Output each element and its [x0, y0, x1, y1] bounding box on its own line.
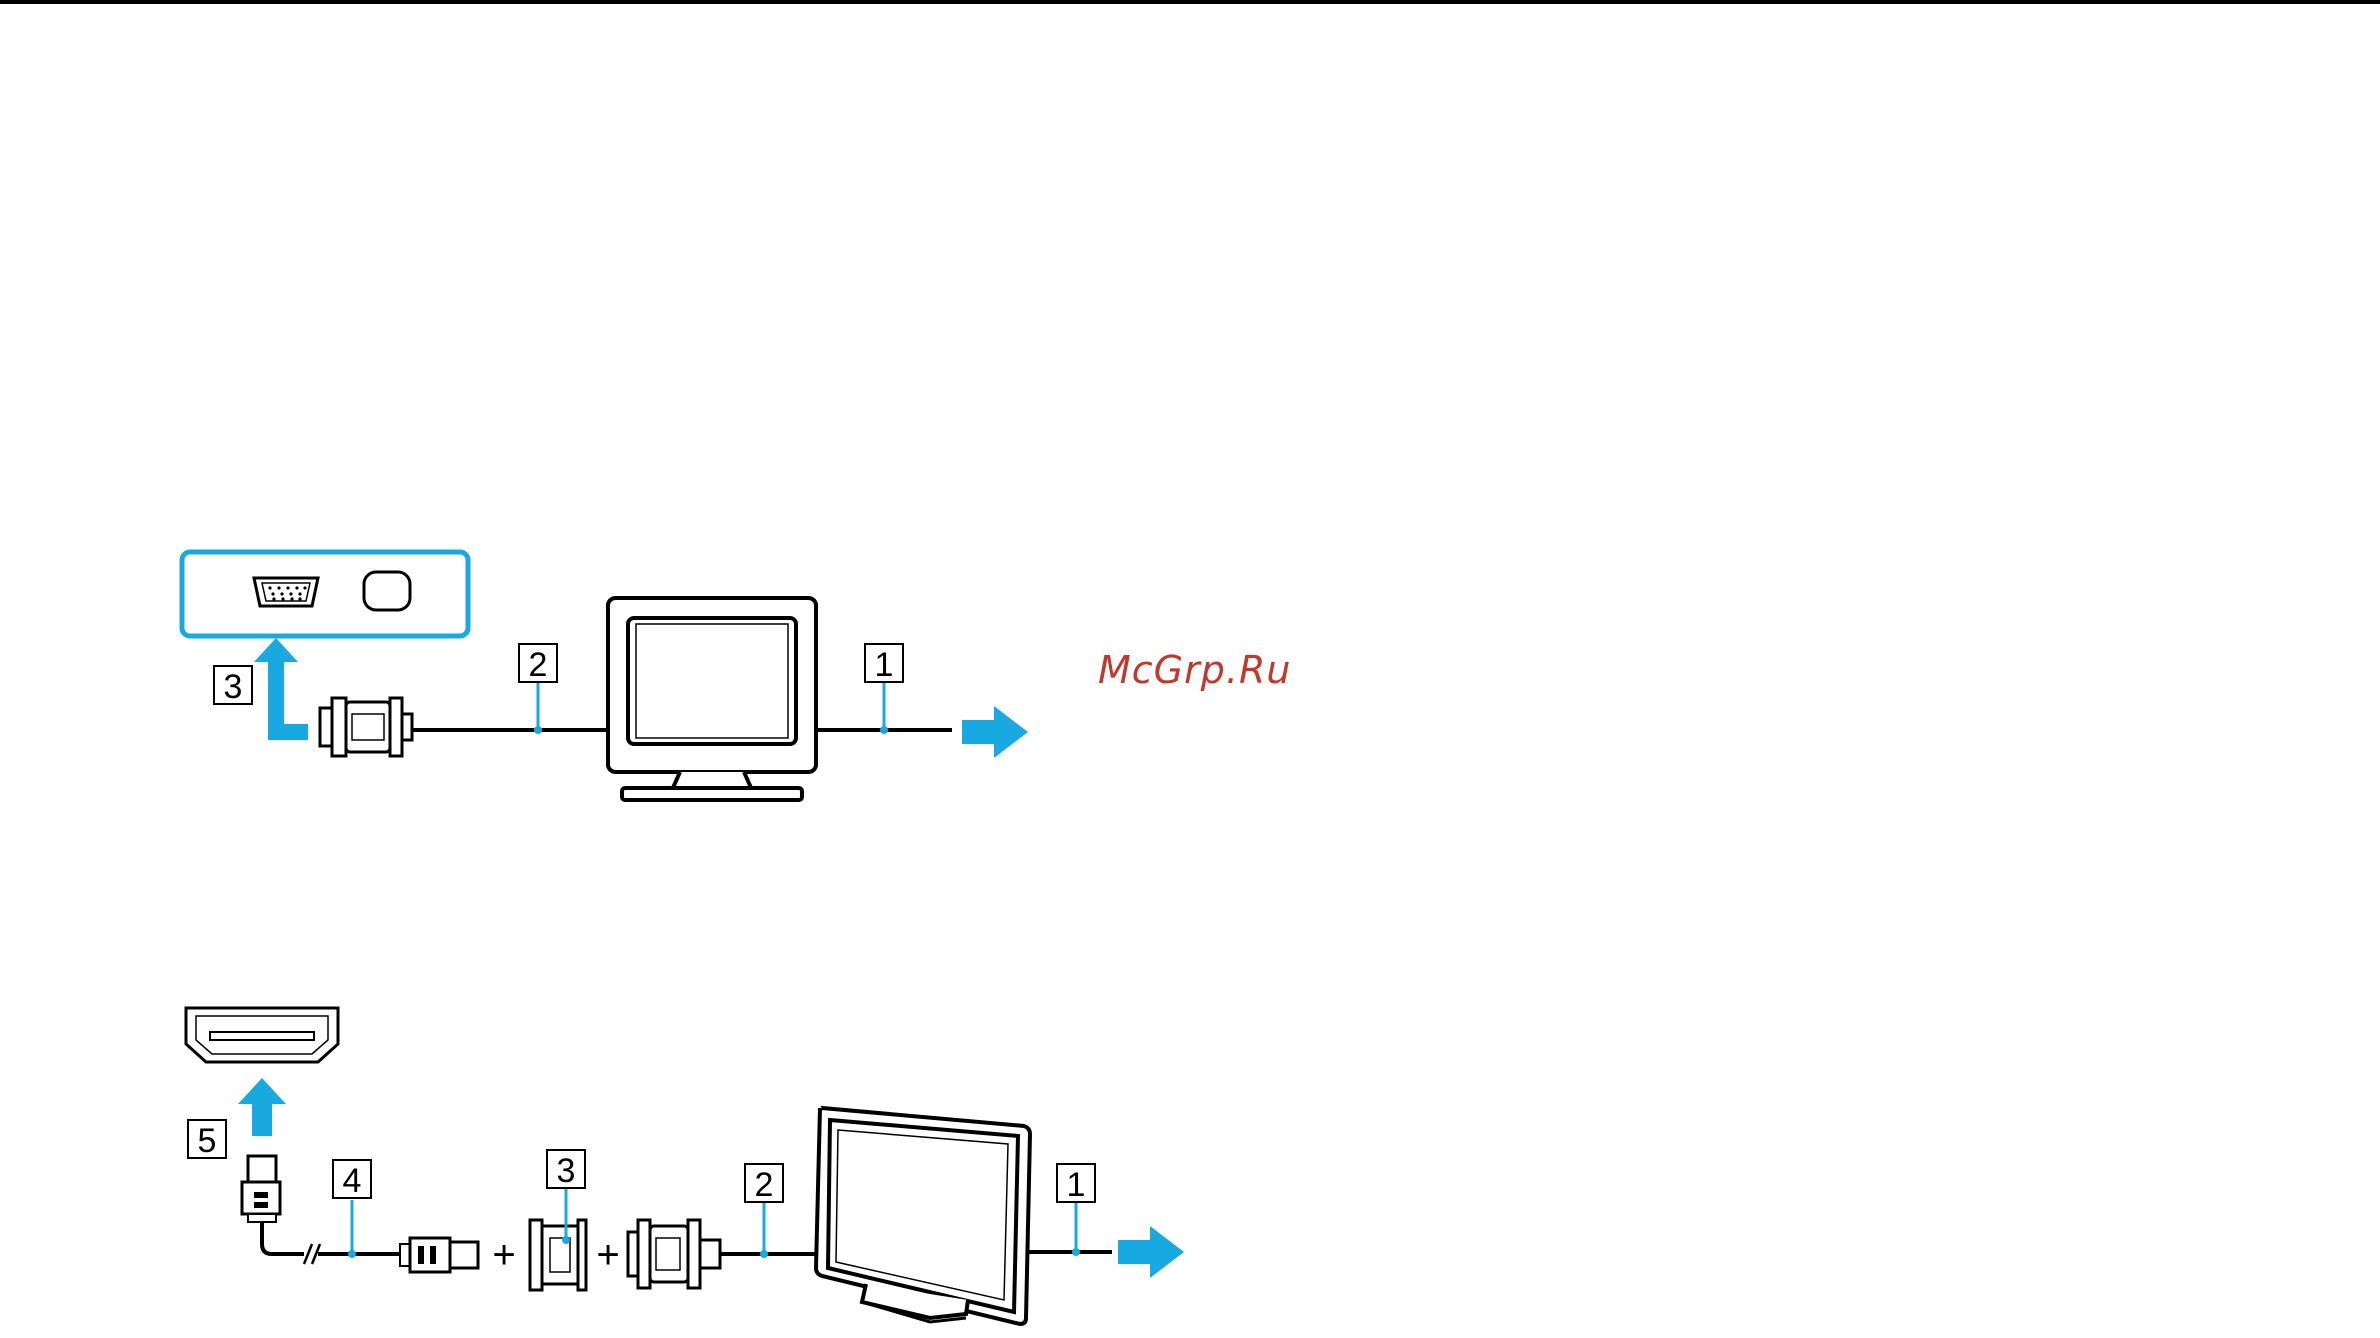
- hdmi-cable: [260, 1222, 402, 1256]
- hdmi-diagram: 5 4 +: [184, 1006, 1184, 1327]
- vga-port-icon: [252, 576, 320, 608]
- hdmi-plug-horizontal-icon: [399, 1236, 480, 1274]
- hdmi-insert-arrow: [238, 1078, 286, 1136]
- callout-box-3: [213, 665, 253, 705]
- hdmi-plug-vertical-icon: [240, 1154, 282, 1223]
- callout-box-1: [864, 643, 904, 683]
- hdmi-vga-adapter-icon: [528, 1218, 588, 1292]
- vga-plug-horizontal-icon: [626, 1218, 722, 1290]
- callout-label-5: 5: [198, 1122, 217, 1160]
- vga-insert-arrow: [254, 638, 308, 740]
- top-rule: [0, 0, 2380, 4]
- callout-box-3-hdmi: [546, 1149, 586, 1189]
- callout-label-3-hdmi: 3: [557, 1152, 576, 1190]
- external-monitor-perspective-icon: [813, 1105, 1033, 1327]
- callout-label-4: 4: [343, 1162, 362, 1200]
- vga-diagram: 2 3 1: [179, 549, 1028, 802]
- callout-box-2: [518, 643, 558, 683]
- callout-box-5: [187, 1119, 227, 1159]
- callout-label-2-hdmi: 2: [755, 1166, 774, 1204]
- callout-box-4: [332, 1159, 372, 1199]
- external-monitor-icon: [606, 596, 818, 802]
- callout-box-1-hdmi: [1056, 1163, 1096, 1203]
- vga-plug-icon: [318, 696, 414, 758]
- plus-sign-1: +: [492, 1233, 515, 1277]
- callout-box-2-hdmi: [744, 1163, 784, 1203]
- power-outlet-arrow-hdmi: [1118, 1226, 1184, 1278]
- power-outlet-arrow: [962, 706, 1028, 758]
- hdmi-port-icon: [184, 1006, 340, 1064]
- callout-label-3: 3: [224, 668, 243, 706]
- watermark-text: McGrp.Ru: [1098, 648, 1292, 692]
- callout-label-1-hdmi: 1: [1067, 1166, 1086, 1204]
- computer-port-panel: [179, 549, 471, 639]
- callout-label-1: 1: [875, 646, 894, 684]
- plus-sign-2: +: [596, 1233, 619, 1277]
- callout-label-2: 2: [529, 646, 548, 684]
- secondary-port-icon: [362, 570, 412, 612]
